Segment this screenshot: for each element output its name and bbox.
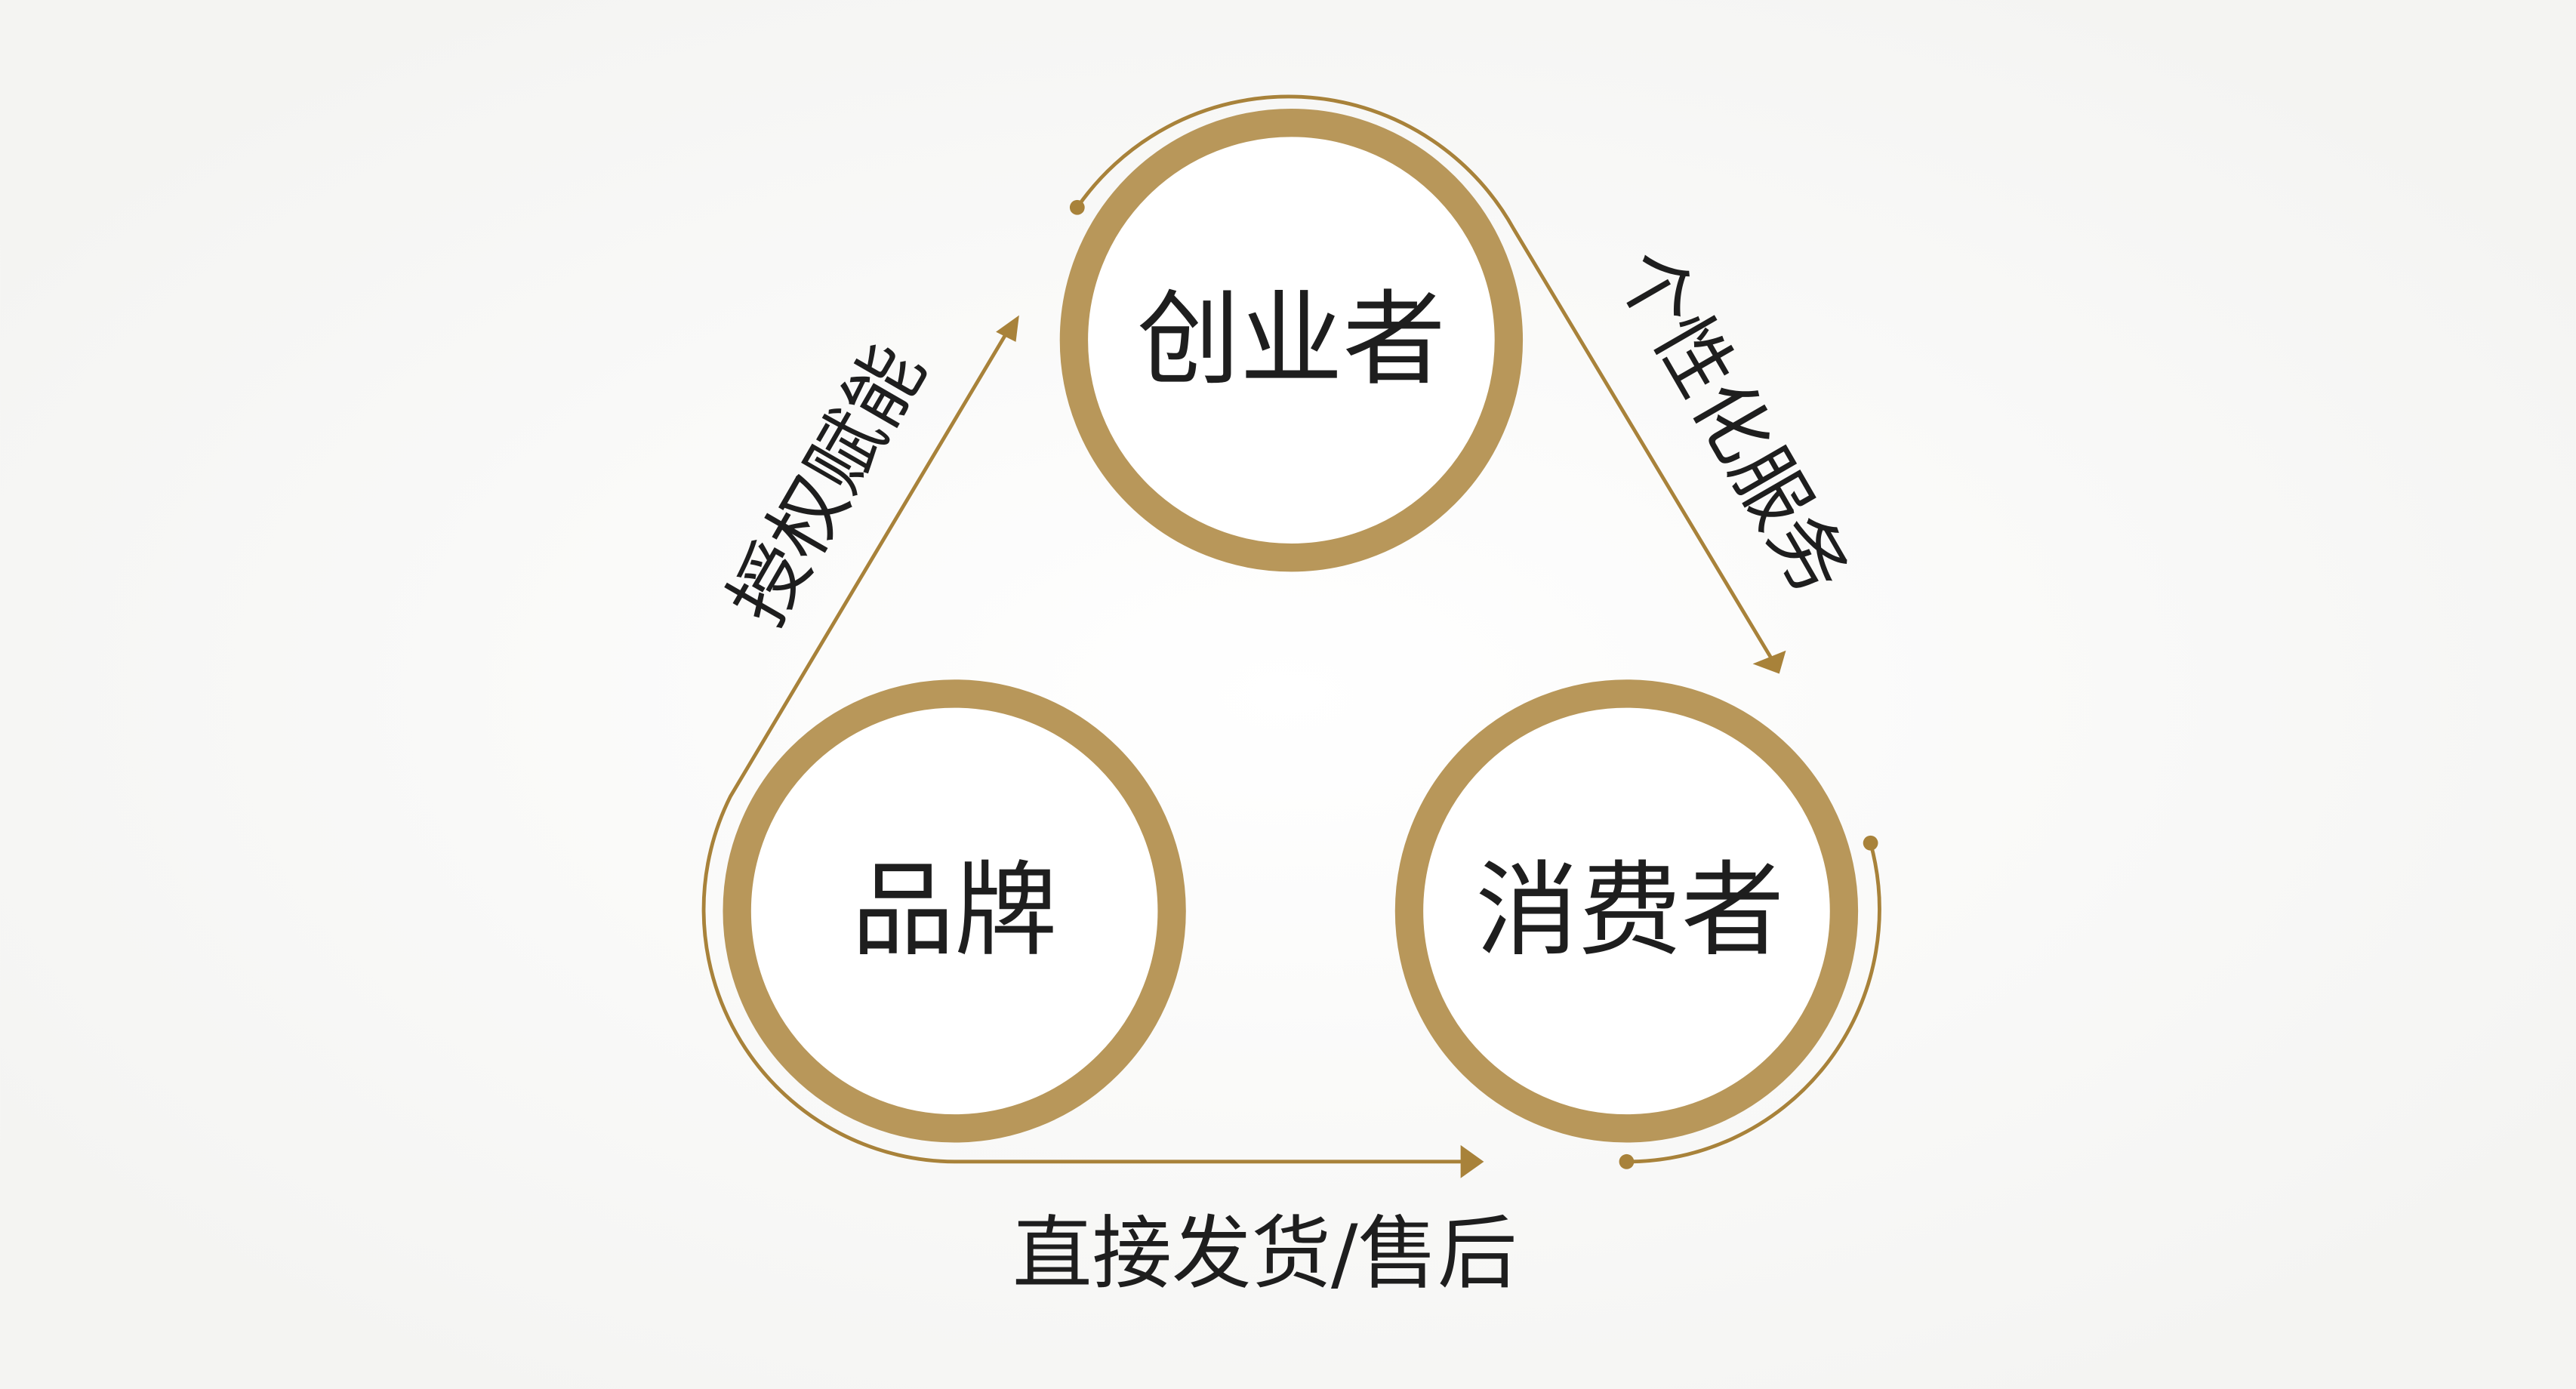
brand-connector (701, 328, 1471, 1164)
arrowhead-icon (1752, 650, 1786, 674)
consumer-ring (1394, 679, 1859, 1143)
connector-dot (1863, 835, 1878, 851)
consumer-label: 消费者 (1475, 851, 1784, 971)
founder-to-consumer-connector (1075, 94, 1774, 662)
brand-label: 品牌 (852, 851, 1058, 971)
connector-dot (1619, 1153, 1635, 1169)
founder-ring (1059, 108, 1524, 572)
connector-dot (1069, 199, 1085, 215)
consumer-connector (1626, 842, 1881, 1164)
founder-label: 创业者 (1137, 280, 1446, 400)
brand-ring (723, 679, 1186, 1143)
arrowhead-icon (996, 315, 1019, 342)
arrowhead-icon (1460, 1144, 1484, 1178)
brand-to-consumer-label: 直接发货/售后 (1012, 1207, 1518, 1300)
